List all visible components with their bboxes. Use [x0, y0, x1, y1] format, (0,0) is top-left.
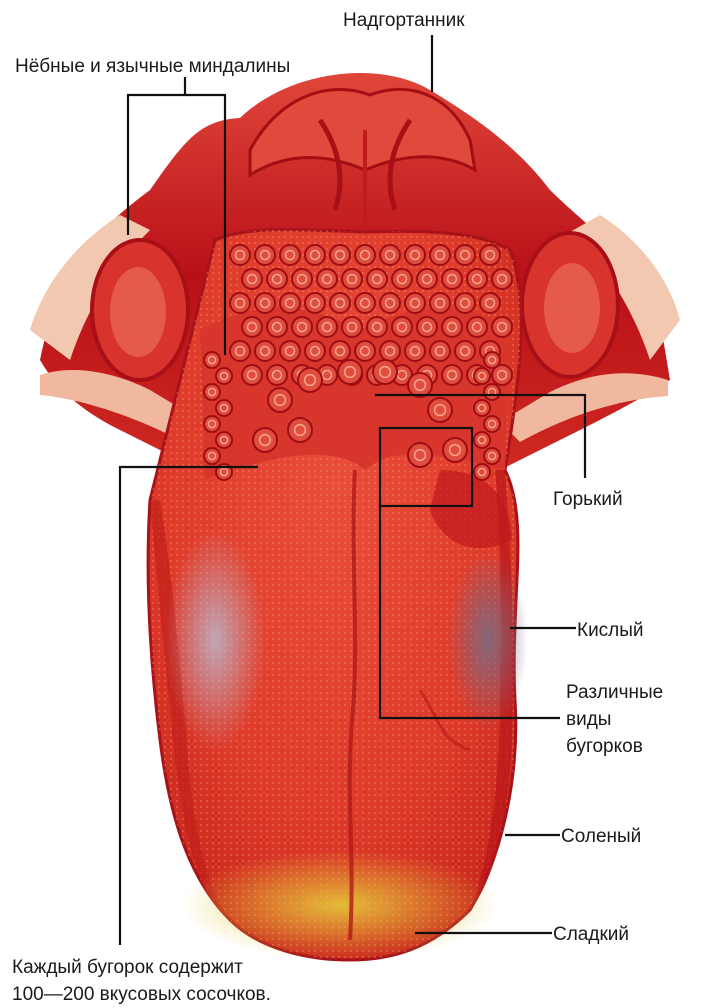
papilla [292, 317, 312, 337]
papilla [280, 293, 300, 313]
papilla [373, 360, 397, 384]
papilla [484, 416, 500, 432]
label-sweet: Сладкий [553, 924, 629, 945]
papilla [317, 269, 337, 289]
papilla [216, 432, 232, 448]
papilla [288, 418, 312, 442]
papilla [204, 384, 220, 400]
tongue [148, 230, 528, 960]
papilla [204, 448, 220, 464]
label-sour: Кислый [577, 620, 644, 641]
papilla [280, 341, 300, 361]
papilla [405, 341, 425, 361]
papilla [492, 269, 512, 289]
papilla [430, 293, 450, 313]
label-papillae-3: бугорков [566, 736, 643, 757]
papilla [255, 293, 275, 313]
papilla [292, 269, 312, 289]
papilla [430, 245, 450, 265]
papilla [230, 245, 250, 265]
papilla [330, 293, 350, 313]
papilla [355, 341, 375, 361]
papilla [408, 443, 432, 467]
label-papillae-2: виды [566, 709, 611, 730]
papilla [253, 428, 277, 452]
papilla [474, 432, 490, 448]
label-salty: Соленый [561, 826, 641, 847]
papilla [255, 245, 275, 265]
papilla [267, 365, 287, 385]
papilla [480, 293, 500, 313]
papilla [442, 269, 462, 289]
papilla [408, 373, 432, 397]
papilla [442, 365, 462, 385]
papilla [380, 245, 400, 265]
papilla [428, 398, 452, 422]
papilla [474, 400, 490, 416]
papilla [305, 341, 325, 361]
papilla [330, 245, 350, 265]
papilla [280, 245, 300, 265]
papilla [484, 384, 500, 400]
papilla [405, 293, 425, 313]
papilla [230, 293, 250, 313]
papilla [430, 341, 450, 361]
papilla [367, 317, 387, 337]
papilla [380, 293, 400, 313]
papilla [405, 245, 425, 265]
label-epiglottis: Надгортанник [343, 10, 465, 31]
papilla [474, 464, 490, 480]
papilla [484, 352, 500, 368]
papilla [267, 317, 287, 337]
papilla [204, 416, 220, 432]
papilla [480, 245, 500, 265]
papilla [392, 317, 412, 337]
papilla [242, 269, 262, 289]
papilla [380, 341, 400, 361]
papilla [417, 269, 437, 289]
papilla [443, 438, 467, 462]
papilla [317, 317, 337, 337]
papilla [455, 245, 475, 265]
caption-line-1: Каждый бугорок содержит [12, 957, 243, 978]
papilla [298, 368, 322, 392]
papilla [230, 341, 250, 361]
papilla [242, 365, 262, 385]
papilla [417, 317, 437, 337]
papilla [267, 269, 287, 289]
papilla [330, 341, 350, 361]
caption-line-2: 100—200 вкусовых сосочков. [12, 984, 271, 1005]
papilla [342, 269, 362, 289]
papilla [338, 360, 362, 384]
label-papillae-1: Различные [566, 682, 663, 703]
papilla [355, 293, 375, 313]
papilla [305, 293, 325, 313]
papilla [342, 317, 362, 337]
papilla [442, 317, 462, 337]
papilla [204, 352, 220, 368]
papilla [355, 245, 375, 265]
papilla [216, 368, 232, 384]
papilla [242, 317, 262, 337]
papilla [484, 448, 500, 464]
papilla [467, 317, 487, 337]
papilla [455, 293, 475, 313]
papilla [492, 317, 512, 337]
papilla [255, 341, 275, 361]
papilla [392, 269, 412, 289]
papilla [305, 245, 325, 265]
label-tonsils: Нёбные и язычные миндалины [15, 56, 290, 77]
papilla [467, 269, 487, 289]
papilla [268, 388, 292, 412]
label-bitter: Горький [553, 489, 623, 510]
papilla [474, 368, 490, 384]
papilla [216, 400, 232, 416]
papilla [455, 341, 475, 361]
papilla [367, 269, 387, 289]
